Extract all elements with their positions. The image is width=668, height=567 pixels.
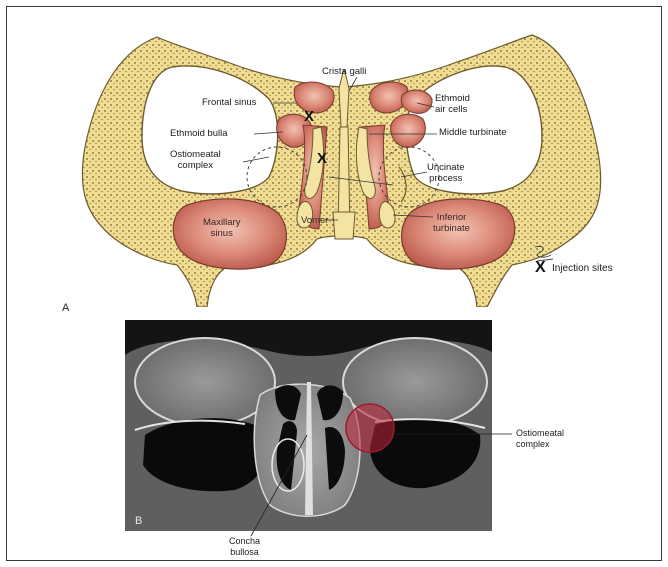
label-maxillary-sinus: Maxillary sinus [203, 217, 240, 239]
ct-scan-image [125, 320, 492, 531]
label-concha-bullosa: Concha bullosa [229, 536, 260, 558]
figure-frame: X X Crista galli Frontal sinus Ethmoid a… [6, 6, 662, 561]
panel-letter-a: A [62, 302, 69, 314]
label-middle-turbinate: Middle turbinate [439, 127, 507, 138]
label-ostiomeatal-complex-a: Ostiomeatal complex [170, 149, 221, 171]
injection-site-x-lower: X [317, 150, 327, 167]
label-ostiomeatal-complex-b: Ostiomeatal complex [516, 428, 564, 450]
label-ethmoid-air-cells: Ethmoid air cells [435, 93, 470, 115]
label-frontal-sinus: Frontal sinus [202, 97, 256, 108]
crista-galli [339, 69, 349, 127]
ct-scan-drawing [125, 320, 492, 531]
injection-site-x-upper: X [304, 108, 314, 125]
panel-letter-b: B [135, 515, 142, 527]
legend-x-mark: X [535, 259, 546, 277]
label-crista-galli: Crista galli [322, 66, 366, 77]
ostiomeatal-highlight [346, 404, 394, 452]
vomer [333, 212, 355, 239]
label-inferior-turbinate: Inferior turbinate [433, 212, 470, 234]
label-uncinate-process: Uncinate process [427, 162, 465, 184]
label-ethmoid-bulla: Ethmoid bulla [170, 128, 228, 139]
legend-label: Injection sites [552, 263, 613, 274]
sinus-anatomy-illustration [7, 7, 661, 307]
label-vomer: Vomer [301, 215, 328, 226]
